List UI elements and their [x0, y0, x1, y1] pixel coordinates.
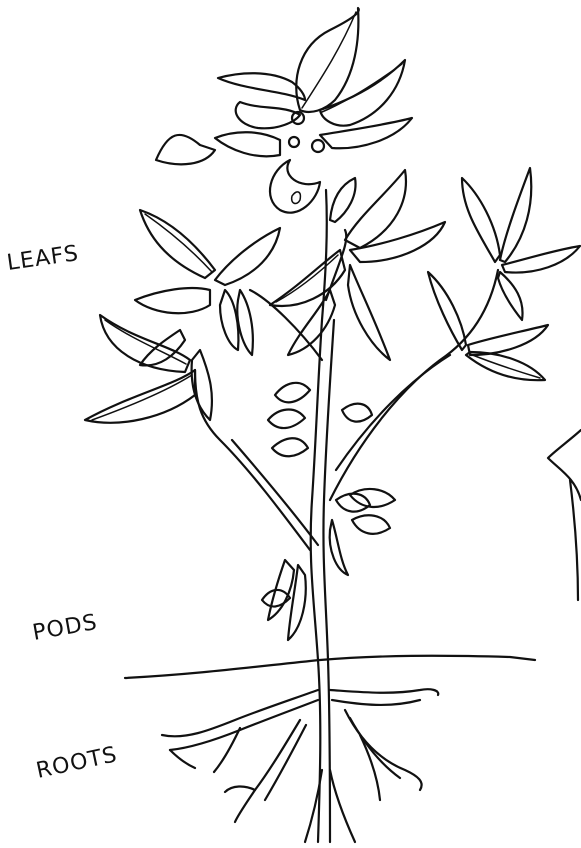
label-pods: PODS — [31, 610, 100, 646]
leaf-cluster-top — [156, 8, 412, 213]
leaf-cluster-left — [85, 210, 280, 423]
ground-line — [125, 656, 535, 678]
roots — [162, 689, 438, 842]
label-roots: ROOTS — [34, 742, 120, 784]
leaf-cluster-center — [270, 170, 445, 360]
leaf-cluster-right — [428, 168, 580, 380]
partial-object-right-edge — [548, 430, 581, 600]
label-leafs: LEAFS — [5, 241, 80, 276]
